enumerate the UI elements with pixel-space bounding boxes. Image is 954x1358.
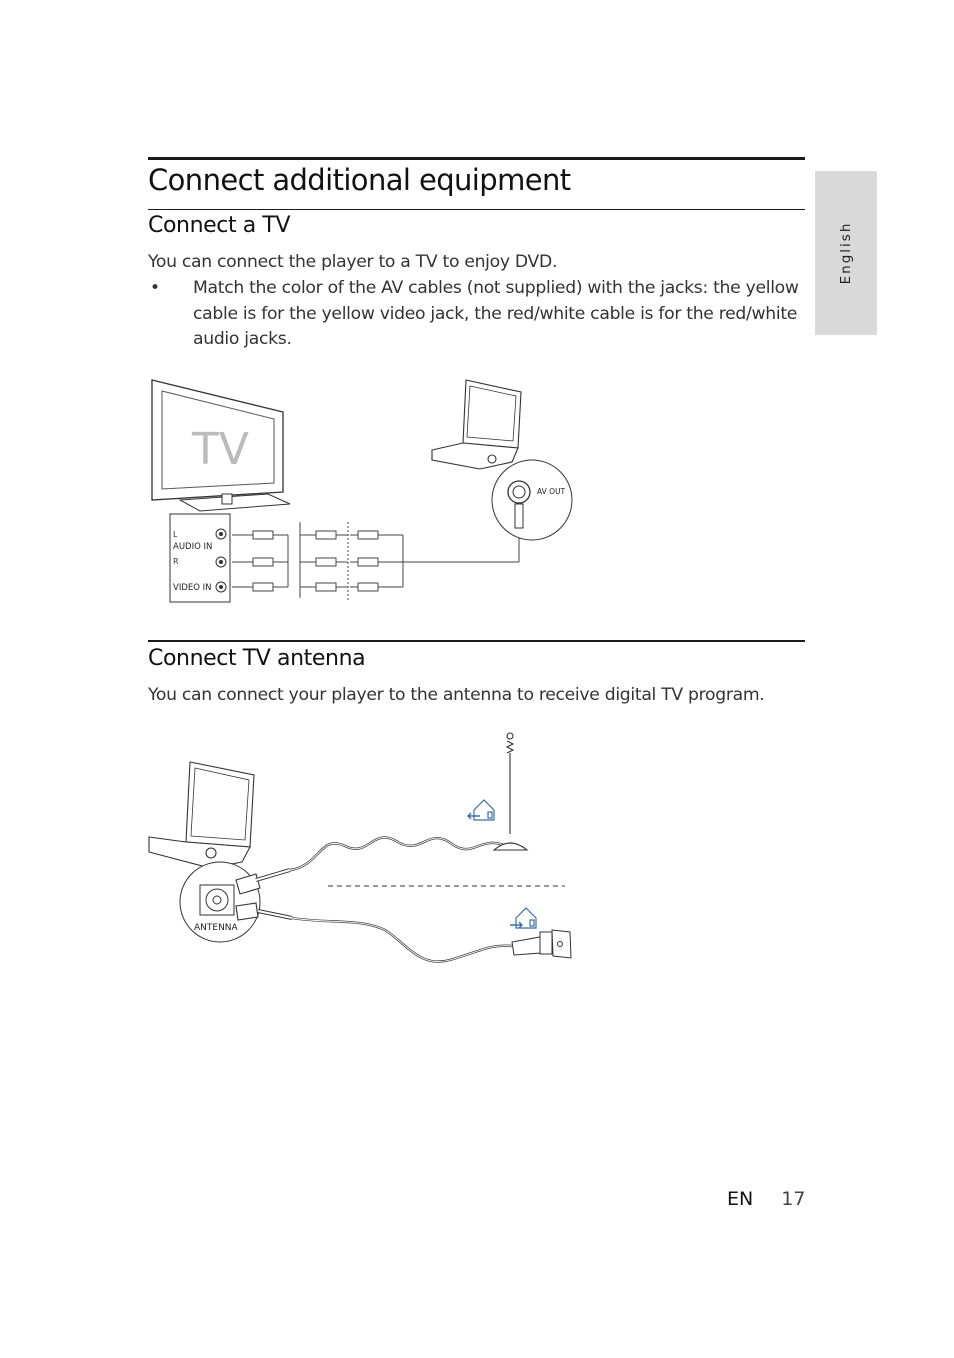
connect-tv-intro: You can connect the player to a TV to en… <box>148 252 558 272</box>
page-number: 17 <box>781 1188 806 1210</box>
footer-language: EN <box>727 1188 754 1210</box>
tv-input-right: R <box>173 557 179 566</box>
cable-to-antenna <box>289 836 511 872</box>
tv-input-audio-in: AUDIO IN <box>173 542 212 552</box>
page-footer: EN 17 <box>727 1188 805 1210</box>
cable-to-wall-socket <box>291 916 513 963</box>
home-icon <box>510 907 537 929</box>
wall-socket-illustration <box>511 929 572 959</box>
bullet-mark: • <box>150 278 161 298</box>
language-tab: English <box>815 171 877 335</box>
page-title: Connect additional equipment <box>148 163 571 197</box>
antenna-connectors <box>235 868 293 921</box>
tv-input-panel: L AUDIO IN R VIDEO IN <box>169 513 231 603</box>
tv-illustration: TV <box>151 379 291 512</box>
antenna-player-illustration <box>148 761 255 869</box>
tv-input-video-in: VIDEO IN <box>173 583 212 593</box>
antenna-section-rule <box>148 640 805 642</box>
home-icon <box>467 799 495 821</box>
title-rule-top <box>148 157 805 160</box>
section-heading-connect-antenna: Connect TV antenna <box>148 646 366 671</box>
tv-screen-label: TV <box>191 424 249 475</box>
section-heading-connect-tv: Connect a TV <box>148 213 291 238</box>
bullet-text: Match the color of the AV cables (not su… <box>193 278 799 349</box>
antenna-jack-label: ANTENNA <box>194 923 239 933</box>
connect-antenna-intro: You can connect your player to the anten… <box>148 685 765 705</box>
av-out-callout: AV OUT <box>491 459 573 541</box>
av-cable-bundle <box>232 522 520 600</box>
tv-input-left: L <box>173 530 178 539</box>
portable-player-illustration <box>431 379 522 470</box>
antenna-jack-callout: ANTENNA <box>179 861 261 943</box>
outdoor-antenna-illustration <box>492 732 529 851</box>
av-out-label: AV OUT <box>537 487 566 496</box>
title-rule-bottom <box>148 209 805 210</box>
